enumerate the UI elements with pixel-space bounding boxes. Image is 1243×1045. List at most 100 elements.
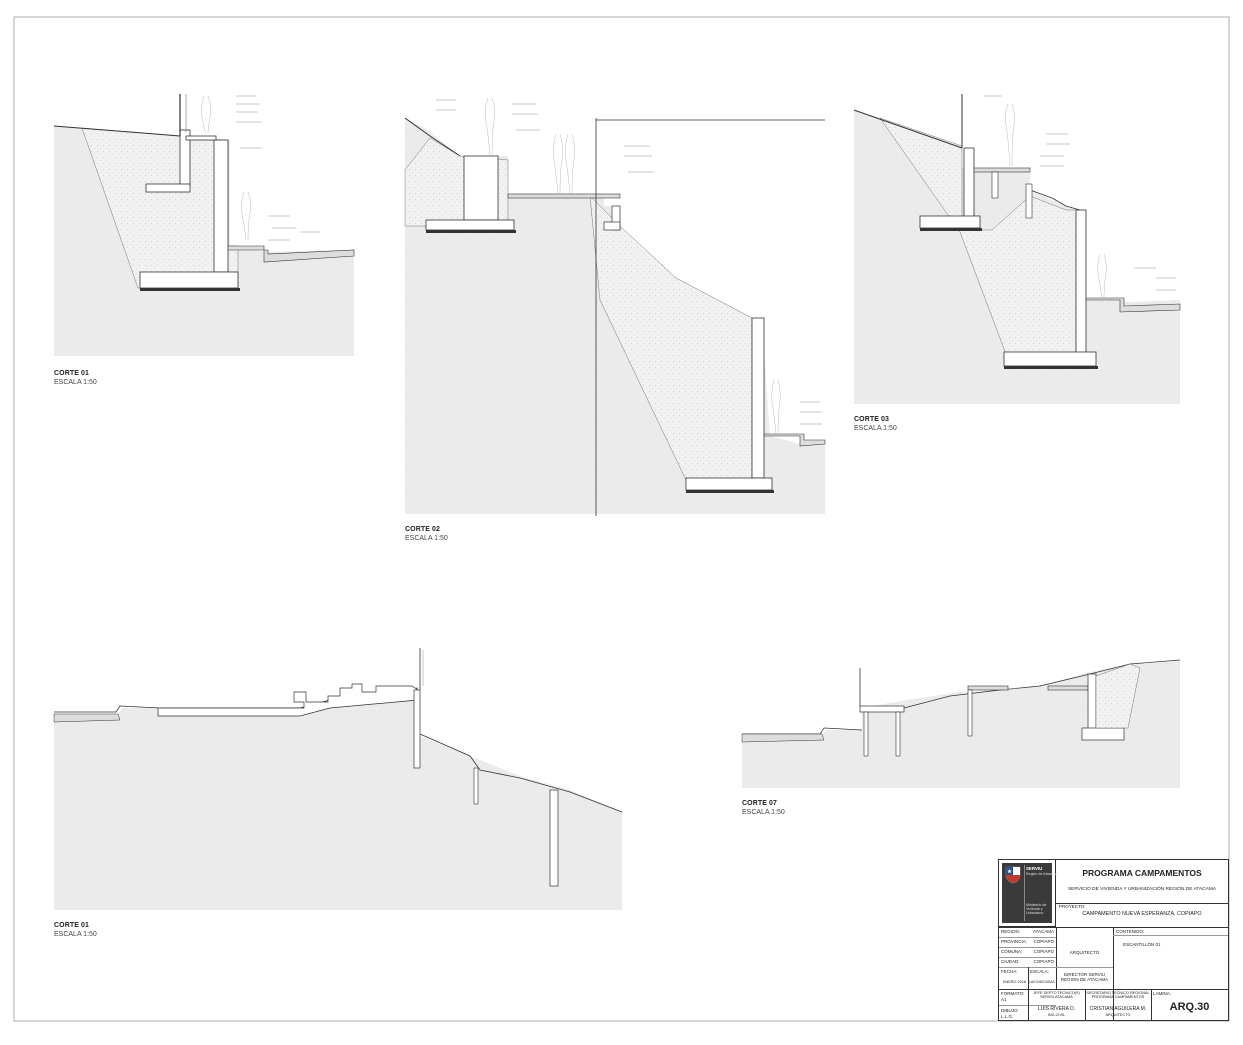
lamina-value: ARQ.30 <box>1169 1001 1210 1013</box>
service-name: SERVICIO DE VIVIENDA Y URBANIZACIÓN REGI… <box>1067 887 1217 892</box>
wall-cap <box>185 135 217 141</box>
road-slab <box>53 713 121 723</box>
sheet-border <box>13 16 1230 1022</box>
logo-area: SERVIU Región de Atacama Ministerio de V… <box>999 860 1057 927</box>
provincia-value: COPIAPO <box>1033 939 1054 944</box>
section-drawing-corte-07 <box>741 659 1181 788</box>
section-scale-corte-03: ESCALA 1:50 <box>854 425 897 432</box>
lower-pavement <box>763 433 826 447</box>
secretario-line-2: PROGRAMA CAMPAMENTOS <box>1091 995 1145 999</box>
section-title-corte-01-top: CORTE 01 <box>54 370 90 377</box>
platform-post-a <box>863 711 869 757</box>
sky-area <box>854 94 1180 302</box>
walkway-slab <box>973 167 1031 173</box>
logo-divider <box>1024 865 1025 921</box>
section-title-corte-03: CORTE 03 <box>854 416 890 423</box>
upper-wall <box>963 147 975 223</box>
post-b <box>1025 183 1033 219</box>
footing-small <box>145 183 191 193</box>
section-title-corte-01-bottom: CORTE 01 <box>54 922 90 929</box>
secretario-title: ARQUITECTO <box>1105 1013 1131 1017</box>
sky-area <box>54 94 354 252</box>
comuna-label: COMUNA: <box>1001 949 1023 954</box>
project-name: CAMPAMENTO NUEVA ESPERANZA, COPIAPO <box>1082 911 1202 917</box>
ground-mass <box>54 690 622 910</box>
retaining-wall <box>213 139 229 273</box>
section-scale-corte-07: ESCALA 1:50 <box>742 809 785 816</box>
ciudad-value: COPIAPO <box>1033 959 1054 964</box>
escala-label: ESCALA: <box>1030 969 1050 974</box>
terrace-slab-a <box>967 685 1009 691</box>
lower-wall <box>1075 209 1087 355</box>
logo-ministry-2: Vivienda y <box>1026 907 1043 911</box>
lower-footing <box>685 477 773 491</box>
dibujo-value: L.L.G. <box>1001 1014 1014 1019</box>
logo-ministry-3: Urbanismo <box>1026 911 1044 915</box>
region-label: REGION: <box>1001 929 1021 934</box>
walkway-slab <box>507 193 621 199</box>
contenido-value: ESCANTILLÓN 01 <box>1123 942 1161 947</box>
section-scale-corte-02: ESCALA 1:50 <box>405 535 448 542</box>
upper-footing-base <box>426 230 516 233</box>
agency-logo: SERVIU Región de Atacama Ministerio de V… <box>1002 863 1057 923</box>
backfill <box>879 117 1077 355</box>
lower-footing-base <box>1004 366 1098 369</box>
ground-mass <box>742 660 1180 788</box>
ciudad-label: CIUDAD: <box>1001 959 1020 964</box>
section-drawing-corte-01-bottom <box>53 648 623 910</box>
terrain-line <box>404 117 431 137</box>
jefe-line-2: SERVIU ATACAMA <box>1040 995 1073 999</box>
director-line-1: DIRECTOR SERVIU <box>1063 972 1106 977</box>
footing <box>139 271 239 289</box>
dibujo-label: DIBUJO: <box>1001 1008 1019 1013</box>
secretario-name: CRISTIAN AGUILERA M. <box>1089 1006 1147 1012</box>
shield-icon <box>1005 866 1021 884</box>
arquitecto-label: ARQUITECTO <box>1069 950 1100 955</box>
pavement <box>227 245 355 263</box>
lower-footing-base <box>686 490 774 493</box>
footing-base <box>140 288 240 291</box>
terrain-line <box>53 125 181 137</box>
railing-cap <box>603 221 621 231</box>
terrain-line-2 <box>429 135 461 157</box>
platform-slab <box>859 705 905 713</box>
region-value: ATACAMA <box>1032 929 1054 934</box>
terrain-line-2 <box>1029 189 1081 211</box>
project-label: PROYECTO: <box>1059 904 1086 909</box>
lamina-label: LAMINA: <box>1153 991 1172 996</box>
provincia-label: PROVINCIA: <box>1001 939 1028 944</box>
terrace-post <box>967 689 973 737</box>
lower-wall <box>751 317 765 479</box>
platform-post-b <box>895 711 901 757</box>
jefe-title: ING.CIVIL <box>1047 1013 1066 1017</box>
logo-agency-sub: Región de Atacama <box>1026 872 1058 876</box>
section-title-corte-07: CORTE 07 <box>742 800 778 807</box>
escala-value: LAS INDICADAS <box>1029 980 1055 984</box>
section-title-corte-02: CORTE 02 <box>405 526 441 533</box>
wall-footing <box>1081 727 1125 741</box>
fecha-label: FECHA: <box>1001 969 1018 974</box>
comuna-value: COPIAPO <box>1033 949 1054 954</box>
logo-agency: SERVIU <box>1026 866 1043 871</box>
deep-post <box>549 789 559 887</box>
director-line-2: REGION DE ATACAMA <box>1060 977 1109 982</box>
terrace-slab-b <box>1047 685 1089 691</box>
sky-area <box>405 118 825 444</box>
upper-wall <box>463 155 499 221</box>
tall-wall <box>413 689 421 769</box>
section-scale-corte-01-top: ESCALA 1:50 <box>54 379 97 386</box>
section-drawing-corte-03 <box>853 94 1181 404</box>
road-slab <box>741 733 825 743</box>
terrain-line-2 <box>419 733 623 813</box>
mid-post <box>473 767 479 805</box>
upper-footing-base <box>920 228 982 231</box>
jefe-line-1: JEFE DEPTO TECNICO(S) <box>1033 991 1080 995</box>
formato-label: FORMATO: <box>1001 991 1025 996</box>
fecha-value: ENERO 2018 <box>1003 980 1027 984</box>
logo-ministry-1: Ministerio de <box>1026 903 1047 907</box>
terrain-line <box>853 109 963 149</box>
lower-pavement <box>1085 297 1181 313</box>
section-drawing-corte-01-top <box>53 94 355 356</box>
